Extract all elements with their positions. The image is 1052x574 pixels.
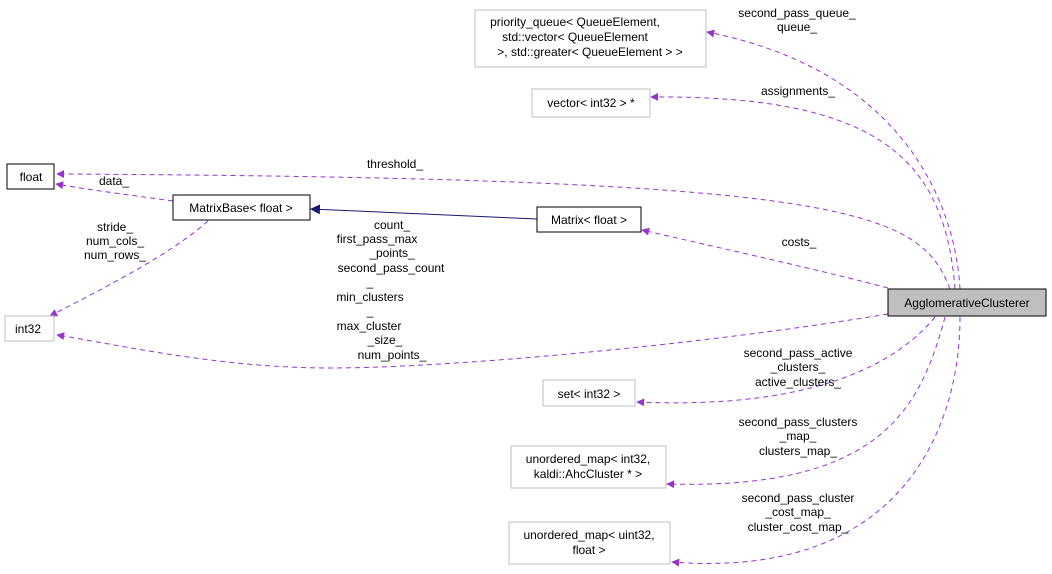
edge-label: second_pass_count: [338, 261, 445, 275]
edge-int-members: [56, 313, 889, 369]
node-label: kaldi::AhcCluster * >: [534, 467, 642, 481]
edge-label: _size_: [367, 333, 403, 347]
edge-label: _map_: [779, 429, 817, 443]
edge-label: cluster_cost_map_: [748, 520, 849, 534]
label-data: data_: [99, 174, 129, 188]
node-label: vector< int32 > *: [547, 96, 635, 110]
label-assignments: assignments_: [761, 84, 835, 98]
edge-label: second_pass_clusters: [739, 415, 858, 429]
edge-label: _cost_map_: [764, 505, 831, 519]
edge-inheritance-matrix: [310, 204, 538, 220]
node-label: unordered_map< int32,: [526, 452, 650, 466]
node-label: AgglomerativeClusterer: [904, 296, 1029, 310]
edge-label: num_points_: [358, 348, 427, 362]
edge-label: second_pass_queue_: [738, 6, 856, 20]
edge-stride: [49, 220, 209, 317]
node-matrix[interactable]: Matrix< float >: [536, 206, 642, 233]
node-label: >, std::greater< QueueElement > >: [497, 45, 682, 59]
edge-label: _points_: [368, 246, 415, 260]
node-int32[interactable]: int32: [4, 315, 55, 342]
label-threshold: threshold_: [367, 157, 423, 171]
edge-label: first_pass_max: [337, 232, 418, 246]
edge-label: active_clusters_: [755, 375, 841, 389]
edge-label: count_: [374, 218, 410, 232]
edge-cluster-cost-map: [671, 316, 961, 567]
edge-clusters-map: [666, 316, 946, 489]
node-unordered-map-int32[interactable]: unordered_map< int32, kaldi::AhcCluster …: [510, 445, 667, 489]
node-label: unordered_map< uint32,: [523, 528, 654, 542]
edge-second-pass-queue: [706, 29, 961, 290]
edge-assignments: [650, 92, 956, 290]
node-unordered-map-uint32[interactable]: unordered_map< uint32, float >: [508, 521, 671, 565]
node-label: std::vector< QueueElement: [502, 30, 648, 44]
node-label: int32: [15, 322, 41, 336]
edge-label: stride_: [97, 220, 133, 234]
edge-costs: [641, 227, 889, 289]
node-float[interactable]: float: [6, 163, 55, 190]
edge-label: clusters_map_: [759, 444, 837, 458]
edge-active-clusters: [636, 316, 936, 407]
node-label: set< int32 >: [558, 387, 621, 401]
node-label: priority_queue< QueueElement,: [490, 15, 660, 29]
edge-threshold: [56, 170, 951, 290]
node-agglomerative-clusterer[interactable]: AgglomerativeClusterer: [887, 288, 1047, 317]
label-int-members: count_ first_pass_max _points_ second_pa…: [336, 218, 445, 362]
node-label: float >: [572, 543, 605, 557]
edge-label: queue_: [777, 20, 817, 34]
edge-label: second_pass_cluster: [742, 491, 855, 505]
node-label: MatrixBase< float >: [189, 201, 292, 215]
label-costs: costs_: [782, 235, 817, 249]
node-label: Matrix< float >: [551, 213, 627, 227]
edge-data: [55, 181, 174, 202]
label-active-clusters: second_pass_active _clusters_ active_clu…: [744, 346, 853, 389]
label-cluster-cost-map: second_pass_cluster _cost_map_ cluster_c…: [742, 491, 855, 534]
edge-label: _: [366, 275, 374, 289]
edge-label: min_clusters: [336, 290, 403, 304]
edge-label: num_cols_: [86, 234, 144, 248]
node-priority-queue[interactable]: priority_queue< QueueElement, std::vecto…: [474, 9, 707, 68]
label-clusters-map: second_pass_clusters _map_ clusters_map_: [739, 415, 858, 458]
label-stride-cols-rows: stride_ num_cols_ num_rows_: [84, 220, 146, 262]
node-set-int32[interactable]: set< int32 >: [542, 379, 636, 407]
edge-label: _: [366, 304, 374, 318]
edge-label: max_cluster: [337, 319, 402, 333]
edge-label: _clusters_: [770, 360, 826, 374]
node-label: float: [20, 170, 43, 184]
edge-label: num_rows_: [84, 248, 146, 262]
node-vector-int32[interactable]: vector< int32 > *: [531, 88, 651, 118]
edge-label: second_pass_active: [744, 346, 853, 360]
label-second-pass-queue: second_pass_queue_ queue_: [738, 6, 856, 34]
node-matrix-base[interactable]: MatrixBase< float >: [172, 194, 311, 221]
